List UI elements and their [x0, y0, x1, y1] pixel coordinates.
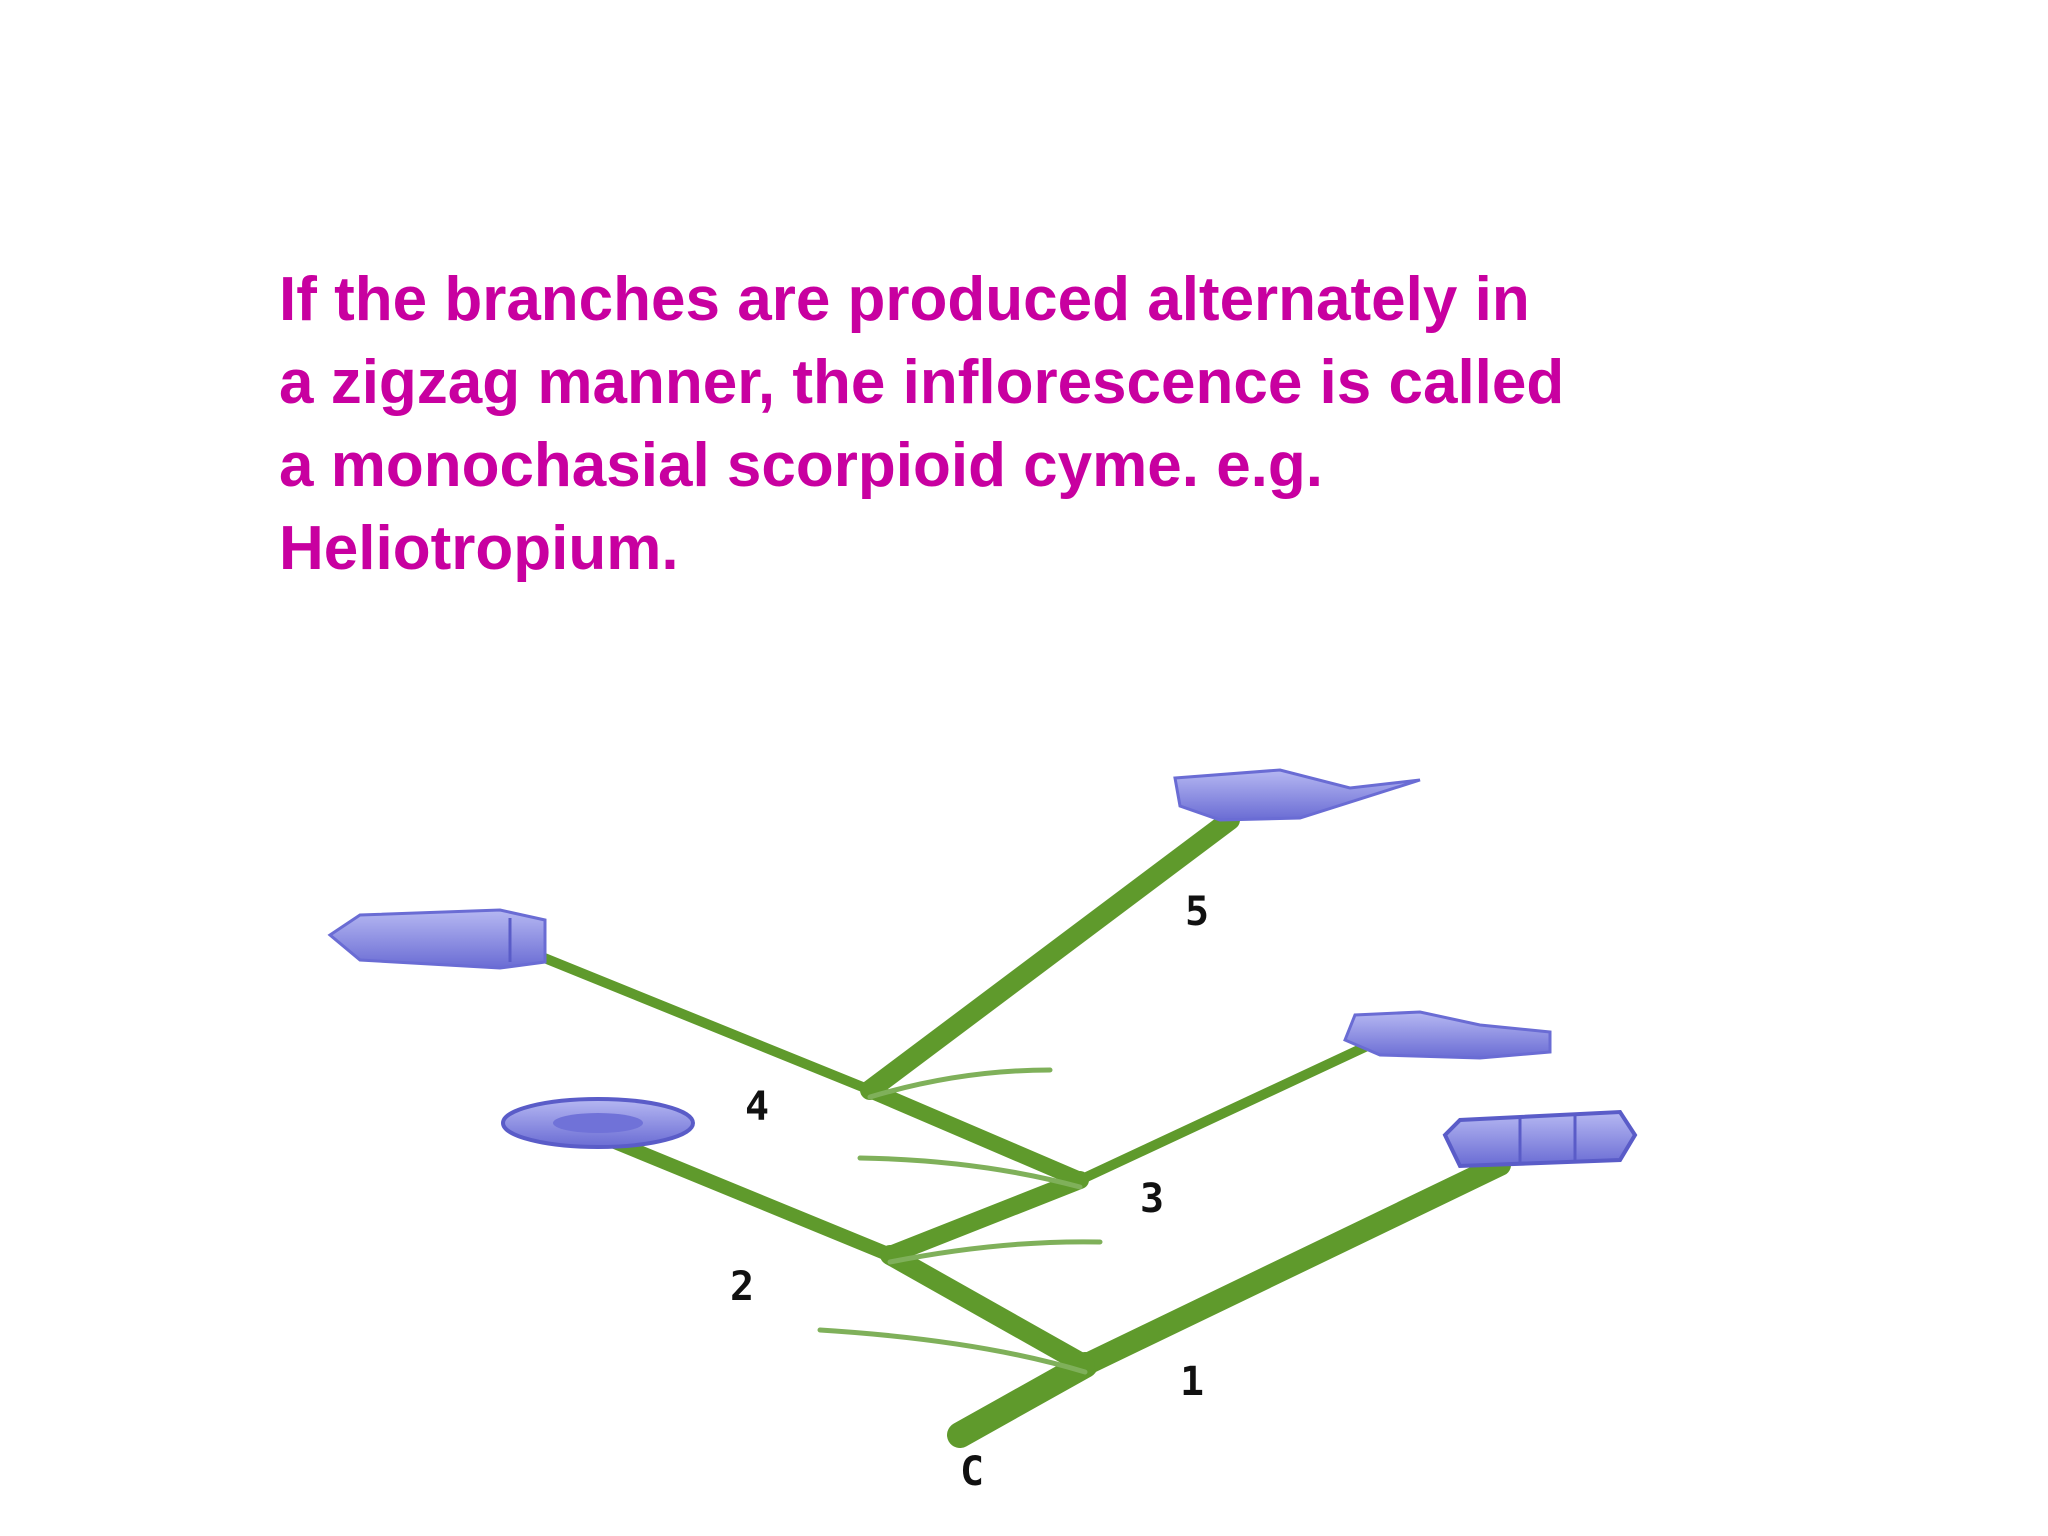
flower-2: [501, 1097, 695, 1149]
bract-2: [887, 1239, 1103, 1265]
text-line-3: a monochasial scorpioid cyme. e.g.: [279, 431, 1324, 500]
stem-4-flower4: [495, 935, 875, 1095]
text-line-1: If the branches are produced alternately…: [279, 265, 1530, 334]
flower-4: [327, 908, 547, 970]
flower-1: [1442, 1109, 1638, 1169]
bract-3: [857, 1155, 1083, 1190]
scorpioid-cyme-diagram: C 1 2 3 4 5: [327, 768, 1638, 1495]
stem-c-1: [947, 1352, 1098, 1448]
bract-1: [817, 1327, 1088, 1375]
slide-text: If the branches are produced alternately…: [279, 258, 1839, 590]
text-line-4: Heliotropium.: [279, 514, 679, 583]
stem-1-flower1: [1074, 1154, 1511, 1376]
stem-1-2: [880, 1245, 1095, 1375]
node-label-5: 5: [1185, 889, 1209, 935]
stem-3-flower3: [1075, 1035, 1385, 1185]
stem-2-3: [881, 1171, 1089, 1264]
stem-2-flower2: [603, 1133, 897, 1262]
flower-5: [1173, 768, 1421, 822]
node-label-3: 3: [1140, 1176, 1164, 1222]
text-line-2: a zigzag manner, the inflorescence is ca…: [279, 348, 1565, 417]
stem-3-4: [862, 1082, 1088, 1188]
stem-4-5: [860, 810, 1240, 1100]
node-label-2: 2: [730, 1264, 754, 1310]
node-label-c: C: [960, 1449, 984, 1495]
node-label-1: 1: [1180, 1359, 1204, 1405]
bract-4: [867, 1067, 1053, 1100]
flower-3: [1343, 1010, 1552, 1060]
node-label-4: 4: [745, 1084, 769, 1130]
